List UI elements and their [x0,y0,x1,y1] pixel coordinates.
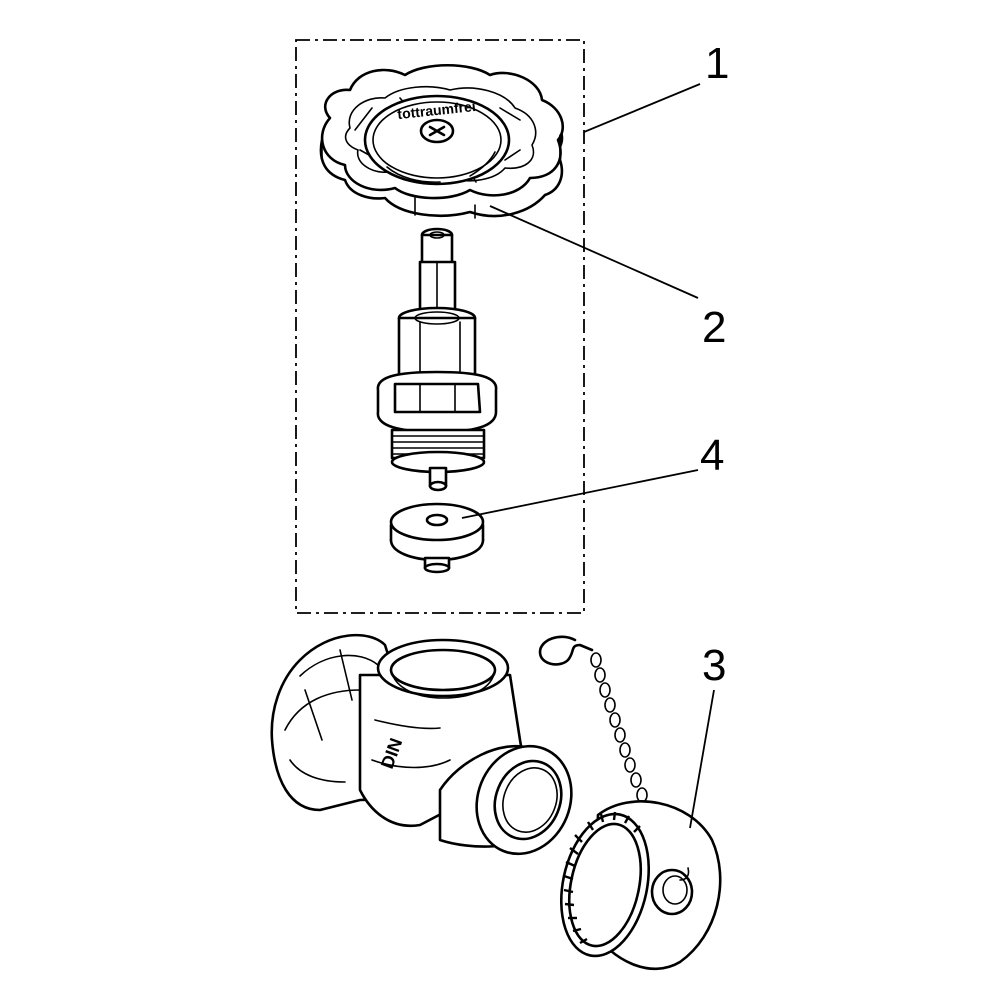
callout-4: 4 [700,431,724,480]
handwheel: tottraumfrei [319,63,564,219]
cap-with-chain [538,635,722,971]
valve-body: DIN [270,633,573,856]
leader-line-4 [461,469,699,519]
valve-washer [389,502,485,574]
cap-knurling [563,811,641,945]
callout-1: 1 [705,39,729,88]
assembly-boundary-box [295,39,585,614]
callout-3: 3 [702,641,726,690]
headpart-spindle [376,227,498,492]
leader-line-2 [489,205,699,299]
leader-line-3 [689,689,715,829]
leader-line-1 [583,83,701,133]
callout-2: 2 [702,303,726,352]
